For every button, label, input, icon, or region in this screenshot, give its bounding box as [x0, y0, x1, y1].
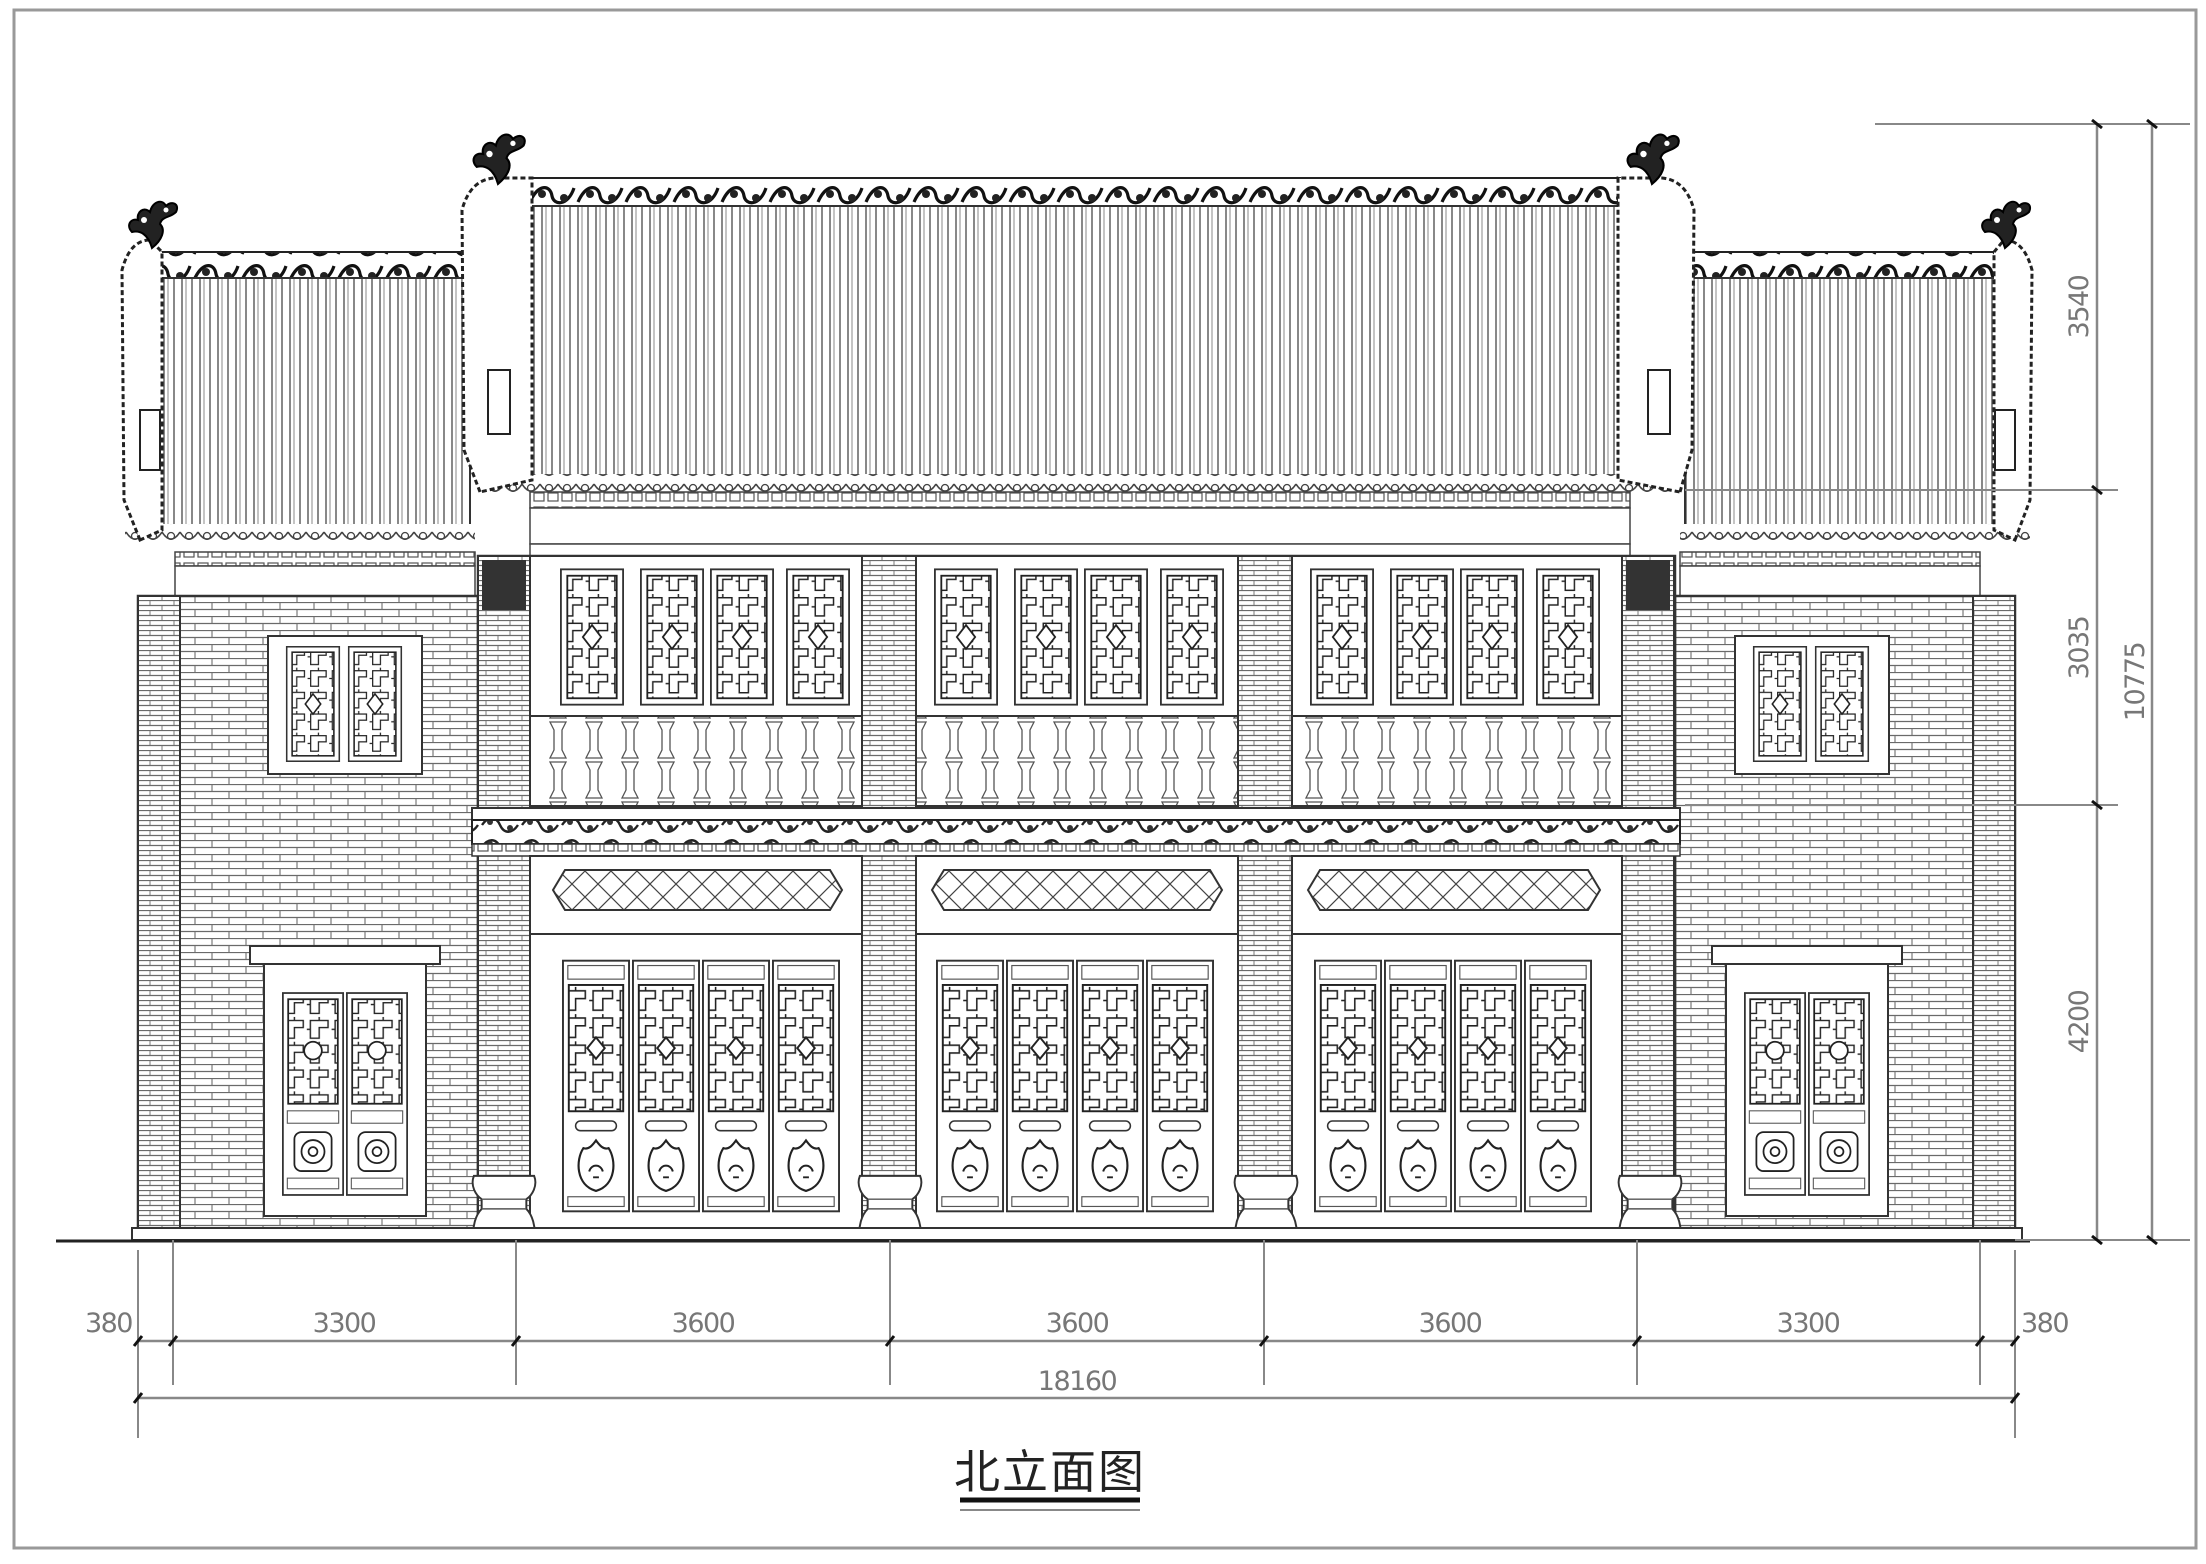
vertical-dimensions — [1685, 118, 2190, 1246]
dim-label: 3600 — [672, 1308, 735, 1339]
dim-label: 380 — [2021, 1308, 2068, 1339]
frieze-band — [471, 807, 1681, 857]
horizontal-dimensions — [132, 1240, 2021, 1438]
balconies — [529, 715, 1623, 807]
ground-doors — [529, 933, 1623, 1231]
right-wing-roof — [1680, 200, 2034, 543]
transoms — [529, 855, 1623, 935]
wing-windows — [267, 635, 1890, 775]
vertical-dimension-labels: 3540 3035 4200 10775 — [2064, 275, 2151, 1053]
dim-label: 3540 — [2064, 275, 2095, 338]
main-cornice — [529, 491, 1631, 557]
dim-label: 3300 — [1777, 1308, 1840, 1339]
dim-label: 3300 — [313, 1308, 376, 1339]
horizontal-dimension-labels: 380 3300 3600 3600 3600 3300 380 18160 — [85, 1308, 2070, 1397]
upper-windows — [529, 555, 1623, 717]
dim-label: 3600 — [1419, 1308, 1482, 1339]
dim-label: 380 — [85, 1308, 132, 1339]
dim-label: 3035 — [2064, 617, 2095, 680]
dim-total-label: 18160 — [1038, 1366, 1117, 1397]
drawing-title-block: 北立面图 — [954, 1445, 1146, 1511]
dim-total-label: 10775 — [2120, 643, 2151, 721]
drawing-title: 北立面图 — [954, 1445, 1146, 1499]
building-elevation — [120, 133, 2034, 1241]
dim-label: 4200 — [2064, 990, 2095, 1053]
wing-doors — [249, 945, 1903, 1217]
dim-label: 3600 — [1046, 1308, 1109, 1339]
left-wing-roof — [120, 200, 475, 543]
pilasters — [477, 555, 1675, 1231]
main-roof — [460, 133, 1696, 494]
